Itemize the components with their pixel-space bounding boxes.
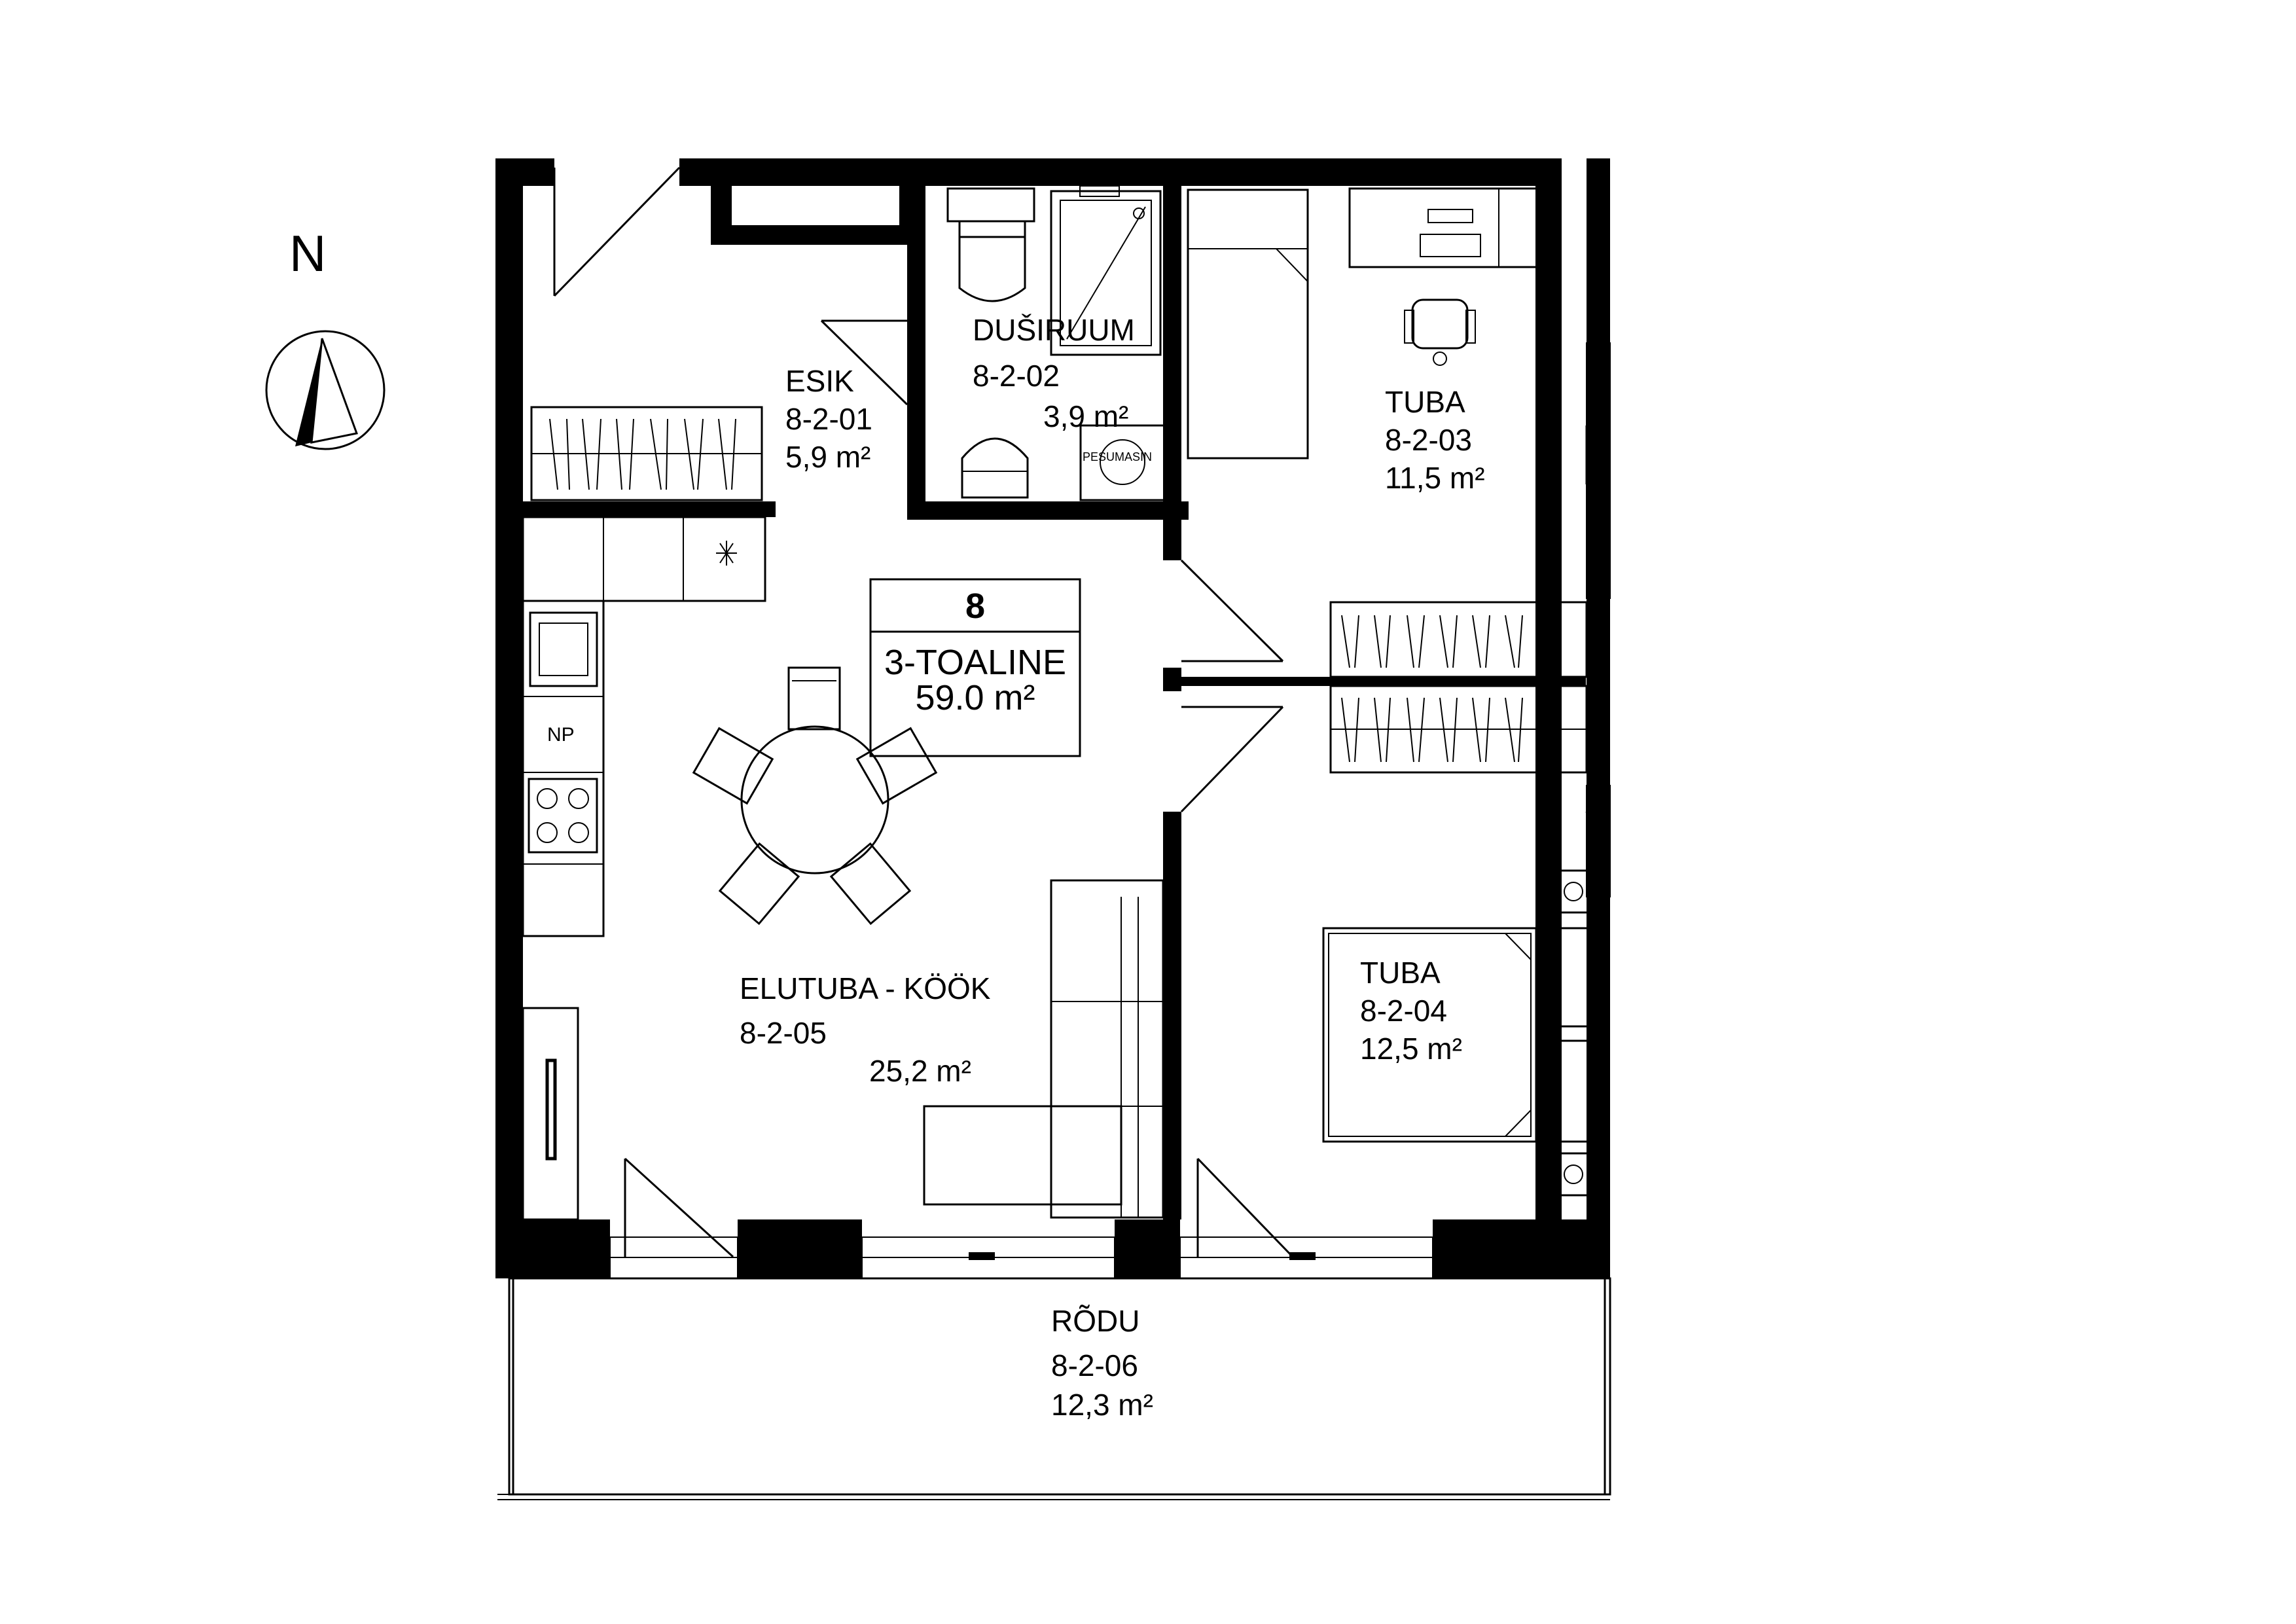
- room-area: 11,5 m²: [1385, 461, 1485, 495]
- tv-cabinet: [522, 1007, 579, 1221]
- chair-icon: [718, 842, 800, 926]
- room-area: 5,9 m²: [785, 440, 870, 474]
- extractor-fan-icon: [716, 541, 737, 566]
- room-id: 8-2-05: [740, 1016, 827, 1050]
- nightstand-icon: [1558, 1152, 1589, 1197]
- chair-icon: [829, 842, 912, 926]
- kitchen-sink-icon: [529, 611, 598, 687]
- room-name: ELUTUBA - KÖÖK: [740, 971, 991, 1005]
- doors: [553, 166, 1610, 1258]
- sink-icon: [961, 437, 1029, 499]
- room-label-rodu: RÕDU 8-2-06 12,3 m²: [1051, 1304, 1153, 1422]
- room-area: 25,2 m²: [869, 1054, 971, 1088]
- bed-single-icon: [1187, 189, 1309, 460]
- apartment-type: 3-TOALINE: [884, 643, 1066, 682]
- walls: [495, 158, 1610, 1278]
- apartment-number: 8: [965, 586, 985, 626]
- room-area: 3,9 m²: [1043, 399, 1128, 433]
- nightstand-icon: [1558, 869, 1589, 914]
- room-name: TUBA: [1385, 385, 1465, 419]
- room-id: 8-2-06: [1051, 1348, 1138, 1382]
- dining-set: [692, 666, 938, 926]
- room-label-tuba-03: TUBA 8-2-03 11,5 m²: [1385, 385, 1485, 495]
- room-label-esik: ESIK 8-2-01 5,9 m²: [785, 364, 872, 474]
- washer-label: PESUMASIN: [1083, 450, 1152, 463]
- stove-icon: [528, 778, 598, 854]
- desk: [1348, 187, 1552, 268]
- shower-icon: [1050, 185, 1162, 356]
- chair-icon: [787, 666, 841, 731]
- bathroom-fixtures: PESUMASIN: [946, 185, 1166, 501]
- bedroom-wardrobes: [1329, 601, 1588, 774]
- entrance-wardrobe: [530, 406, 763, 501]
- north-arrow-icon: [265, 330, 386, 450]
- room-id: 8-2-04: [1360, 994, 1447, 1028]
- room-name: DUŠIRUUM: [973, 313, 1135, 347]
- room-id: 8-2-02: [973, 359, 1060, 393]
- sofa-icon: [923, 879, 1164, 1219]
- kitchen: NP: [522, 516, 766, 937]
- office-chair-icon: [1404, 298, 1476, 366]
- room-name: RÕDU: [1051, 1304, 1139, 1338]
- balcony-outline: [497, 1277, 1611, 1500]
- room-label-elutuba-kook: ELUTUBA - KÖÖK 8-2-05 25,2 m²: [740, 971, 991, 1088]
- room-id: 8-2-01: [785, 402, 872, 436]
- compass: N: [265, 225, 386, 450]
- computer-icon: [1420, 209, 1481, 257]
- room-label-dusiruum: DUŠIRUUM 8-2-02 3,9 m²: [973, 313, 1135, 433]
- compass-north-letter: N: [289, 225, 326, 282]
- room-area: 12,3 m²: [1051, 1388, 1153, 1422]
- chair-icon: [692, 727, 774, 805]
- room-name: TUBA: [1360, 956, 1441, 990]
- fridge: NP: [547, 724, 575, 746]
- room-name: ESIK: [785, 364, 854, 398]
- room-id: 8-2-03: [1385, 423, 1472, 457]
- toilet-icon: [946, 187, 1035, 302]
- apartment-summary: 8 3-TOALINE 59.0 m²: [869, 578, 1081, 757]
- chair-icon: [855, 727, 938, 805]
- bed-double-icon: [1322, 927, 1590, 1143]
- room-label-tuba-04: TUBA 8-2-04 12,5 m²: [1360, 956, 1462, 1066]
- room-area: 12,5 m²: [1360, 1032, 1462, 1066]
- washing-machine-icon: PESUMASIN: [1079, 424, 1166, 501]
- fridge-label: NP: [547, 724, 575, 746]
- apartment-area: 59.0 m²: [915, 678, 1035, 717]
